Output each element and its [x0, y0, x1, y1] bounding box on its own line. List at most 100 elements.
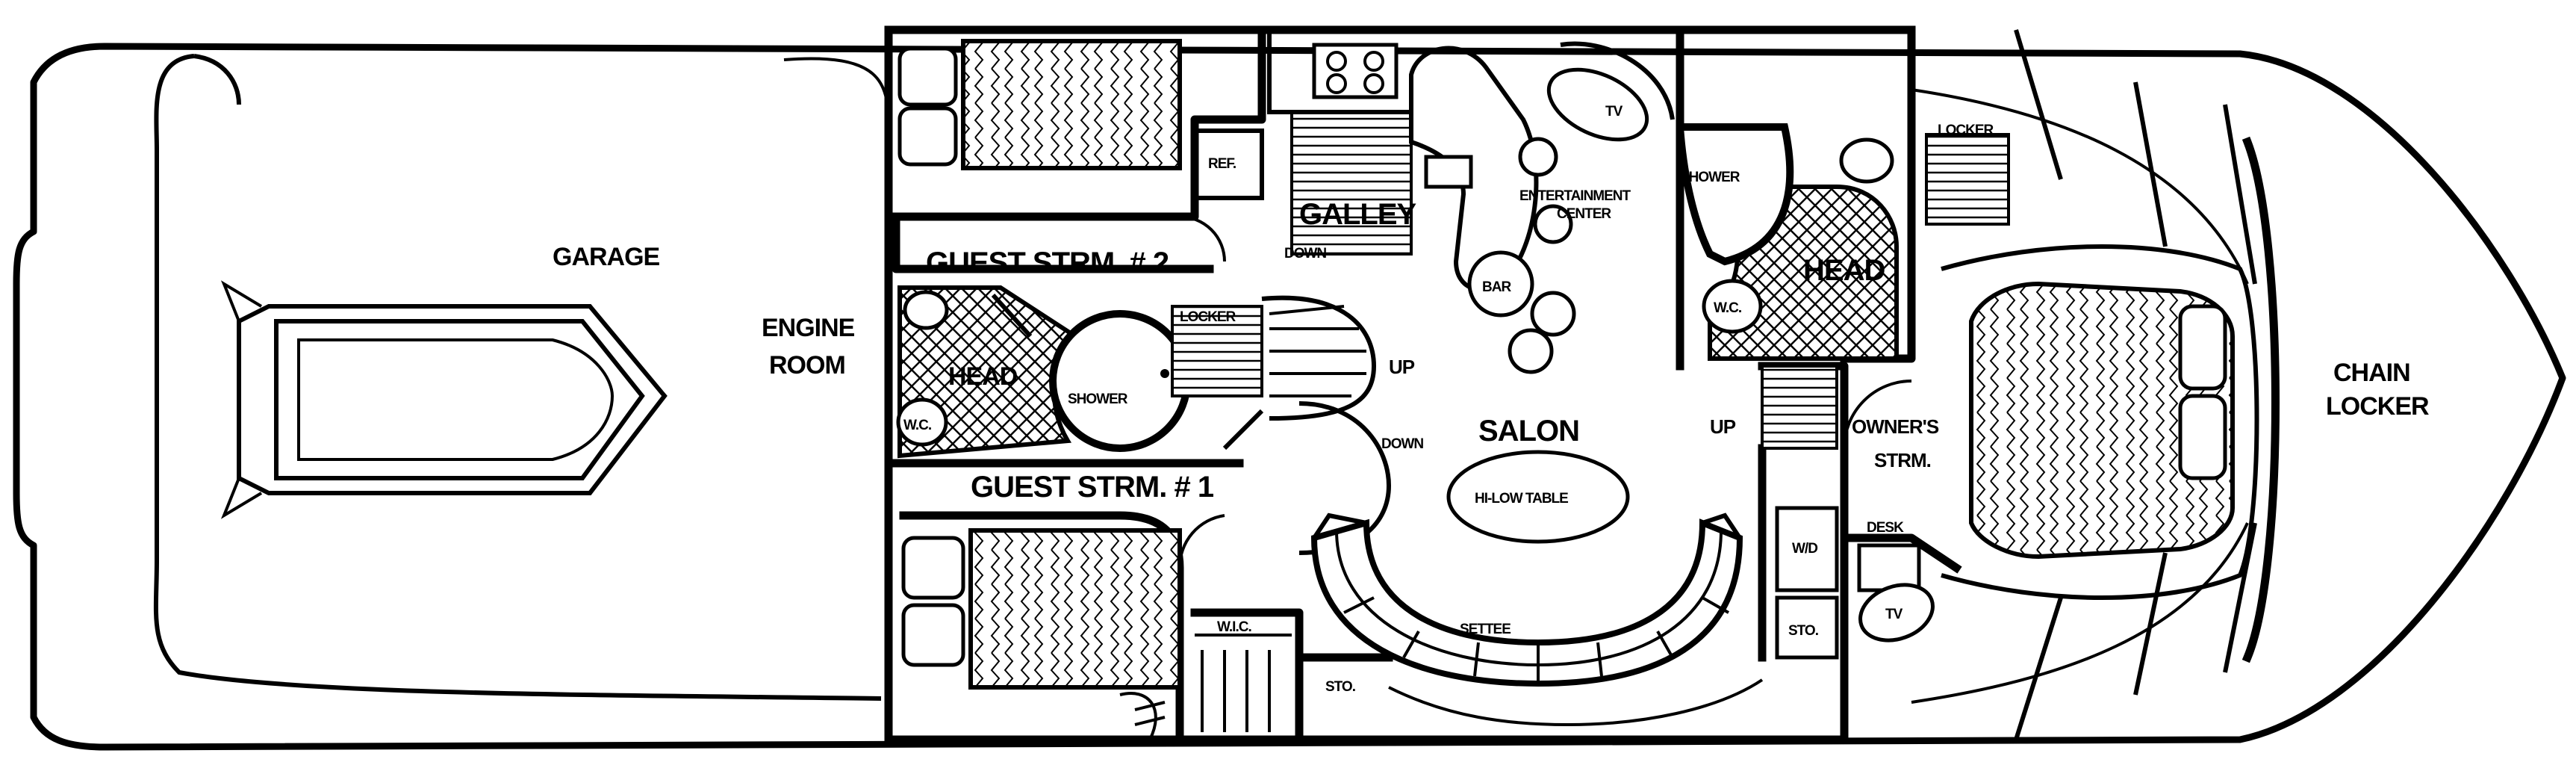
owners-door-swing: [1843, 380, 1912, 449]
label-shower-stbd: SHOWER: [1680, 170, 1740, 185]
guest2-pillow-1: [897, 46, 958, 107]
wic-hanging-rod: [1195, 634, 1292, 732]
label-owners-2: STRM.: [1874, 449, 1931, 471]
chain-locker-bulkhead: [2241, 136, 2280, 663]
bar-stool-4: [1518, 137, 1558, 177]
wic-wall: [1190, 608, 1304, 744]
entertainment-shelf: [1560, 41, 1675, 120]
salon-hull-curve: [1388, 678, 1764, 727]
hull-rib-2: [2133, 81, 2168, 247]
stair-rail: [1222, 409, 1264, 450]
stair-treads: [1269, 305, 1366, 397]
label-wic: W.I.C.: [1217, 619, 1251, 635]
label-engine-room-2: ROOM: [769, 351, 845, 380]
label-locker-stbd: LOCKER: [1938, 123, 1994, 138]
label-sto-2: STO.: [1788, 623, 1818, 639]
bar-stool-2: [1530, 291, 1576, 337]
stair-port: [1261, 295, 1377, 421]
sink-port: [903, 290, 949, 330]
galley-counter: [1290, 111, 1413, 256]
label-entertainment-1: ENTERTAINMENT: [1519, 188, 1631, 204]
owners-pillow-2: [2178, 394, 2227, 480]
locker-stbd: [1925, 133, 2010, 226]
stbd-stair: [1761, 365, 1838, 450]
label-galley: GALLEY: [1299, 198, 1417, 231]
label-chain-2: LOCKER: [2326, 392, 2429, 421]
tender-dinghy: [220, 280, 668, 519]
label-garage: GARAGE: [553, 243, 660, 271]
inner-hull-line-top: [1911, 88, 2249, 285]
port-cabins-bulkhead: [884, 25, 1266, 221]
label-entertainment-2: CENTER: [1557, 206, 1611, 222]
label-bar: BAR: [1482, 279, 1511, 295]
hull-rib-4: [2014, 597, 2063, 740]
label-sto-1: STO.: [1325, 679, 1355, 695]
wc-port-bowl: [896, 397, 948, 447]
label-shower-port: SHOWER: [1068, 391, 1128, 407]
wd-unit: [1775, 506, 1839, 592]
label-wd: W/D: [1792, 541, 1817, 557]
sto-stbd: [1775, 595, 1839, 660]
tv-top: [1546, 67, 1649, 142]
guest1-berth: [968, 528, 1182, 690]
label-guest-strm-2: GUEST STRM. # 2: [926, 247, 1169, 279]
guest2-door-swing: [1179, 215, 1226, 262]
shower-stbd: [1676, 123, 1794, 266]
label-engine-room-1: ENGINE: [762, 314, 855, 342]
label-down-galley: DOWN: [1284, 246, 1326, 261]
inner-hull-line-bottom: [1911, 522, 2249, 704]
hi-low-table: [1446, 450, 1630, 544]
wc-stbd-bowl: [1702, 279, 1763, 334]
label-tv-bottom: TV: [1885, 607, 1903, 622]
guest1-door-swing: [1177, 514, 1225, 569]
shower-drain: [1160, 369, 1169, 378]
guest1-pillow-1: [901, 536, 965, 600]
label-head-port: HEAD: [948, 362, 1018, 391]
owner-lower-wall: [1840, 533, 1962, 574]
bar-stool-5: [1533, 204, 1573, 244]
bar-stool-1: [1467, 250, 1534, 318]
label-locker-port: LOCKER: [1180, 309, 1236, 325]
head-port-door: [991, 293, 1033, 338]
tv-bottom: [1858, 583, 1935, 642]
label-ref: REF.: [1208, 156, 1236, 172]
label-up-owner: UP: [1710, 415, 1736, 438]
settee: [1310, 513, 1743, 687]
label-tv-top: TV: [1605, 104, 1623, 120]
transom-step-top: [193, 54, 241, 105]
ref-box: [1192, 128, 1264, 200]
guest1-pillow-2: [901, 603, 965, 667]
owners-desk: [1857, 543, 1921, 592]
label-hi-low-table: HI-LOW TABLE: [1475, 491, 1568, 507]
guest2-pillow-2: [897, 106, 958, 167]
shower-port: [1049, 310, 1191, 452]
locker-port: [1171, 305, 1263, 397]
label-wc-port: W.C.: [903, 418, 931, 433]
label-salon: SALON: [1478, 415, 1579, 448]
label-guest-strm-1: GUEST STRM. # 1: [971, 471, 1214, 504]
cooktop: [1312, 43, 1399, 99]
label-desk: DESK: [1867, 520, 1904, 536]
label-settee: SETTEE: [1460, 622, 1511, 637]
label-chain-1: CHAIN: [2333, 359, 2410, 387]
aft-stairs: [1119, 692, 1166, 740]
guest2-berth: [961, 39, 1182, 170]
guest2-bulkhead: [892, 212, 1214, 273]
hull-rib-6: [2223, 522, 2257, 673]
transom-inner: [153, 54, 882, 701]
owners-hull-liner: [1941, 244, 2259, 600]
label-down-salon: DOWN: [1381, 436, 1423, 452]
sink-stbd: [1839, 137, 1894, 184]
bar-stool-3: [1508, 328, 1554, 374]
hull-rib-5: [2133, 552, 2168, 696]
owners-pillow-1: [2178, 304, 2227, 391]
label-wc-stbd: W.C.: [1714, 300, 1741, 316]
galley-sink: [1424, 155, 1473, 189]
label-owners-1: OWNER'S: [1852, 415, 1939, 438]
label-head-stbd: HEAD: [1803, 254, 1885, 287]
owners-berth: [1969, 281, 2235, 560]
hull-rib-1: [2014, 29, 2063, 180]
label-up-salon: UP: [1389, 356, 1415, 378]
hull-rib-3: [2223, 104, 2257, 285]
